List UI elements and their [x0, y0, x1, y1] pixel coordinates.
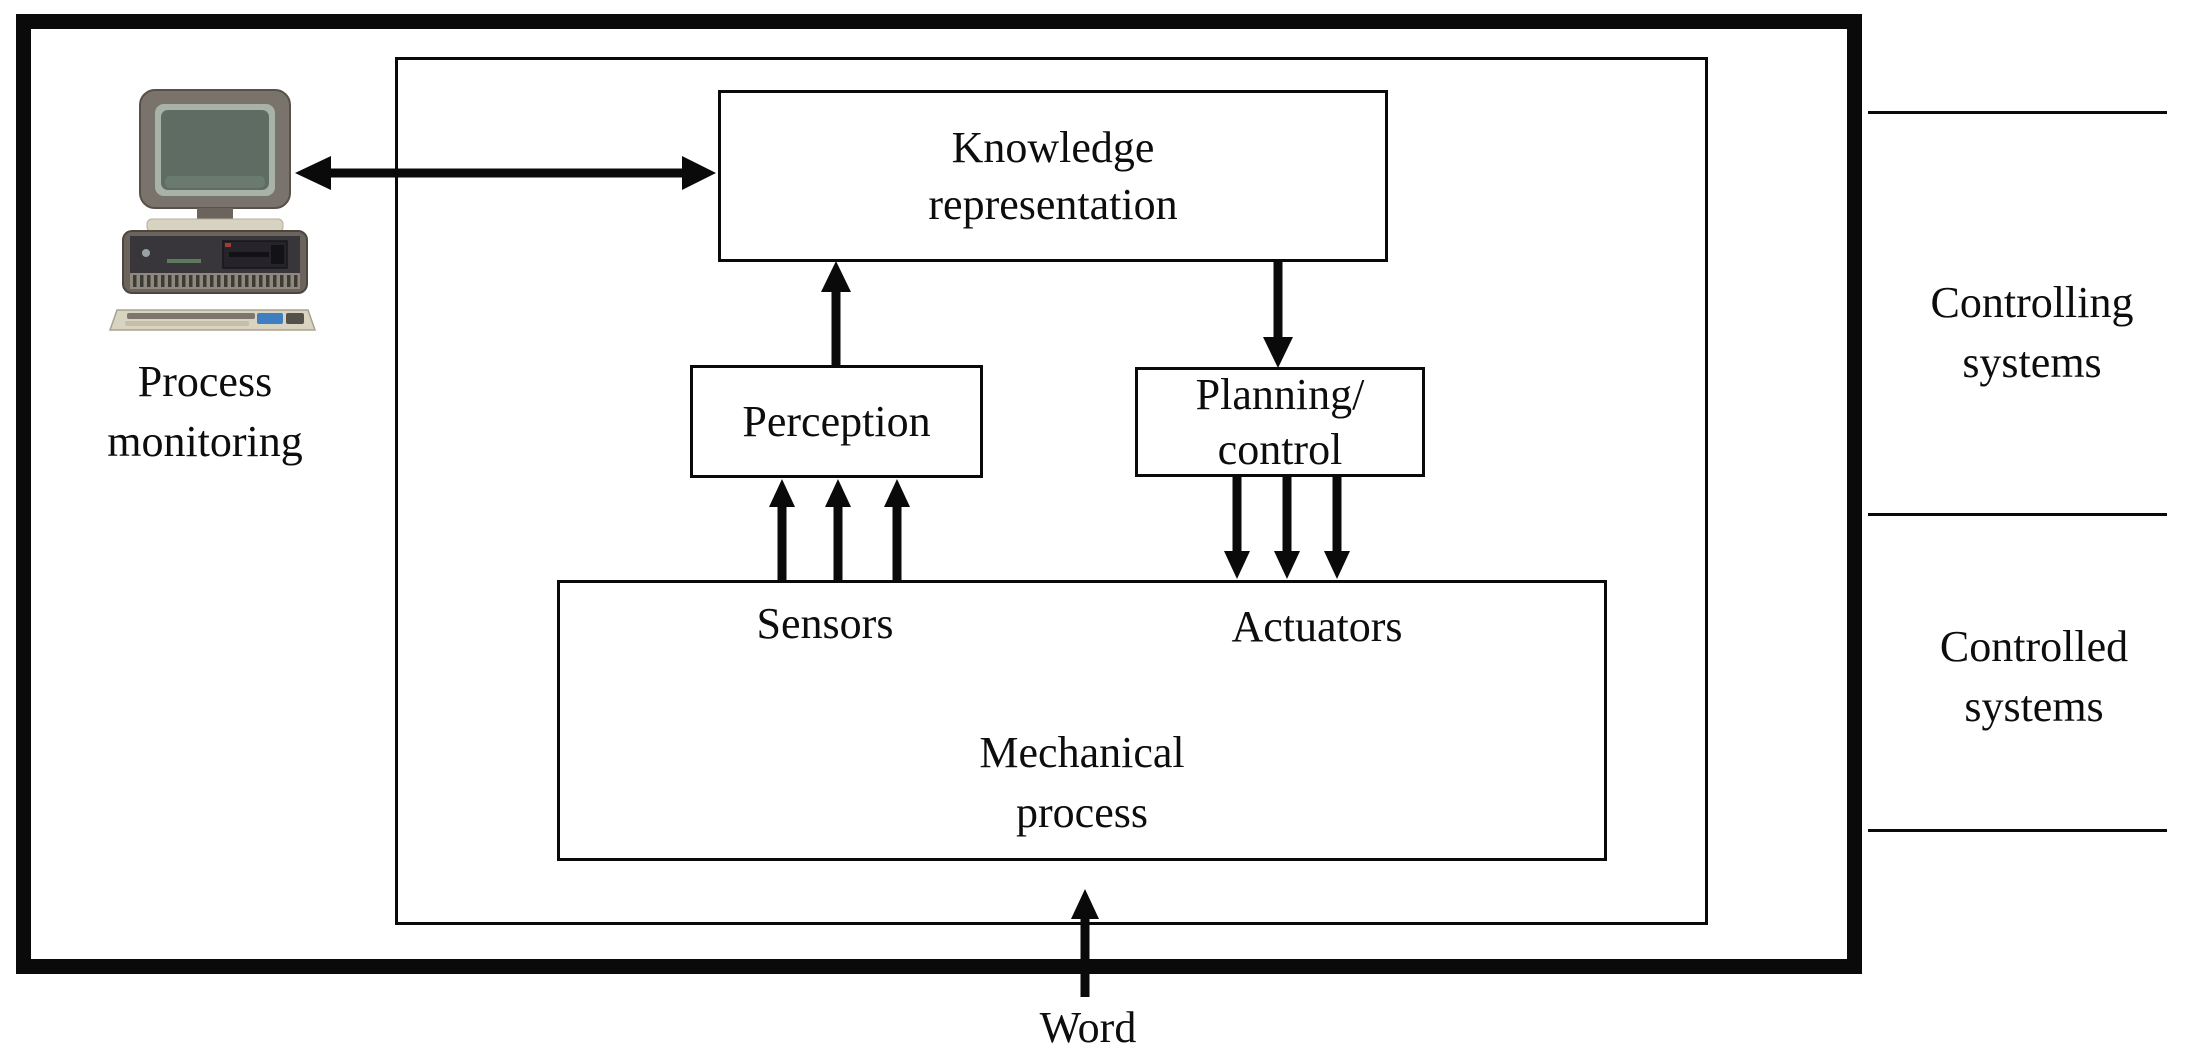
floppy-led: [225, 243, 231, 247]
perception-label: Perception: [742, 396, 931, 446]
perception-box: Perception: [690, 365, 983, 478]
knowledge-representation-box: Knowledge representation: [718, 90, 1388, 262]
word-input-label: Word: [1039, 1003, 1137, 1053]
badge-strip: [167, 259, 201, 263]
sensors-label: Sensors: [756, 599, 894, 649]
divider-line-bottom: [1868, 829, 2167, 832]
screen-glare: [165, 176, 265, 188]
divider-line-middle: [1868, 513, 2167, 516]
keyboard-keys-dark: [286, 313, 304, 324]
monitor-screen: [161, 110, 269, 190]
eject-latch: [271, 245, 284, 264]
planning-control-box: Planning/ control: [1135, 367, 1425, 477]
controlling-systems-label: Controlling systems: [1930, 278, 2134, 387]
controlled-systems-label: Controlled systems: [1939, 622, 2129, 731]
outer-system-boundary: [16, 14, 1862, 974]
mechanical-process-label: Mechanical process: [979, 728, 1185, 837]
retro-computer-icon: [108, 89, 317, 331]
vent-band: [130, 273, 300, 289]
planning-control-label: Planning/ control: [1195, 370, 1365, 474]
mechanical-process-box: [557, 580, 1607, 861]
keyboard-row-top: [127, 313, 255, 319]
keyboard-row-mid: [125, 321, 249, 326]
keyboard-keys-blue: [257, 313, 283, 324]
vent-slots: [133, 275, 298, 287]
power-logo: [142, 249, 150, 257]
actuators-label: Actuators: [1231, 602, 1403, 652]
controlling-systems-boundary: [395, 57, 1708, 925]
divider-line-top: [1868, 111, 2167, 114]
knowledge-representation-label: Knowledge representation: [928, 122, 1178, 229]
process-monitoring-label: Process monitoring: [107, 357, 303, 466]
monitor-neck: [197, 208, 233, 219]
floppy-slot: [229, 252, 269, 257]
